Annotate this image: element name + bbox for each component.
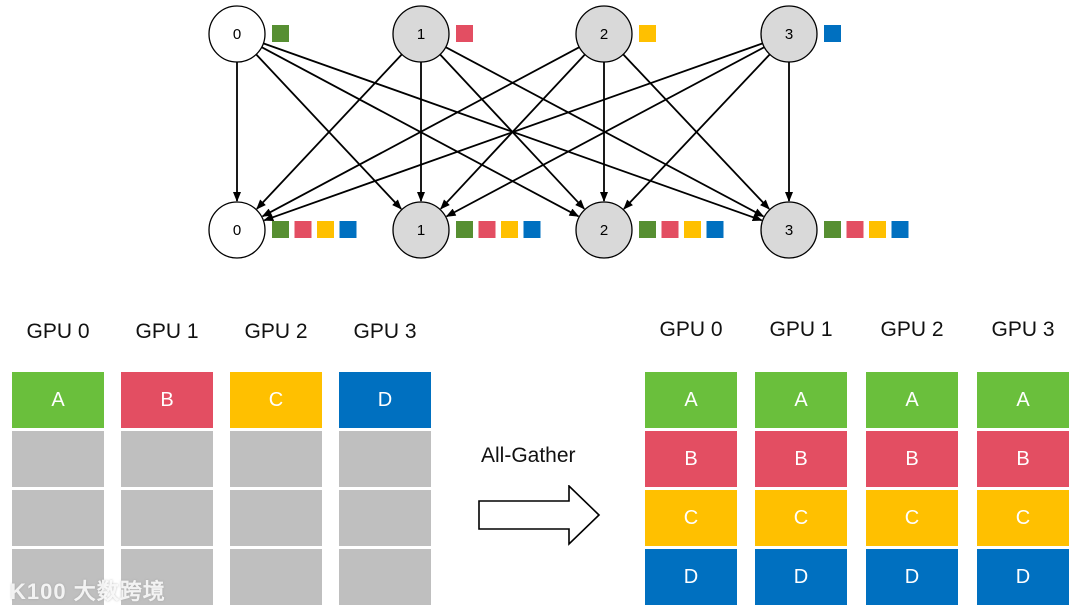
data-chunk-square xyxy=(501,221,518,238)
data-chunk-square xyxy=(639,25,656,42)
data-chunk-square xyxy=(456,221,473,238)
before-empty-block xyxy=(339,549,431,605)
data-chunk-square xyxy=(272,221,289,238)
before-block-d: D xyxy=(339,372,431,428)
before-empty-block xyxy=(230,549,322,605)
node-circle xyxy=(575,5,633,63)
node-circle xyxy=(208,201,266,259)
after-block-d: D xyxy=(755,549,847,605)
after-block-c: C xyxy=(866,490,958,546)
node-label: 2 xyxy=(600,222,608,239)
right-arrow-icon xyxy=(478,485,601,546)
edge-3-to-1 xyxy=(445,46,765,218)
after-block-d: D xyxy=(645,549,737,605)
after-block-a: A xyxy=(977,372,1069,428)
node-label: 0 xyxy=(233,222,241,239)
after-block-b: B xyxy=(866,431,958,487)
before-gpu-header-1: GPU 1 xyxy=(135,320,199,343)
before-block-a: A xyxy=(12,372,104,428)
target-node-0: 0 xyxy=(208,201,357,259)
target-node-2: 2 xyxy=(575,201,724,259)
edge-1-to-0 xyxy=(256,53,403,210)
all-gather-graph: 0 1 2 3 0 1 2 3 xyxy=(208,5,909,259)
before-empty-block xyxy=(230,490,322,546)
source-node-0: 0 xyxy=(208,5,289,63)
after-block-b: B xyxy=(977,431,1069,487)
node-label: 1 xyxy=(417,26,425,43)
data-chunk-square xyxy=(706,221,724,238)
before-gpu-header-2: GPU 2 xyxy=(244,320,308,343)
after-block-b: B xyxy=(755,431,847,487)
before-empty-block xyxy=(12,490,104,546)
after-block-b: B xyxy=(645,431,737,487)
after-block-c: C xyxy=(977,490,1069,546)
node-label: 3 xyxy=(785,26,793,43)
after-gpu-header-2: GPU 2 xyxy=(880,318,944,341)
node-label: 0 xyxy=(233,26,241,43)
edge-3-to-2 xyxy=(623,53,771,210)
target-node-1: 1 xyxy=(392,201,541,259)
before-empty-block xyxy=(121,549,213,605)
data-chunk-square xyxy=(456,25,473,42)
data-chunk-square xyxy=(661,221,679,238)
after-block-c: C xyxy=(755,490,847,546)
edge-2-to-0 xyxy=(261,46,580,218)
before-empty-block xyxy=(12,431,104,487)
data-chunk-square xyxy=(317,221,334,238)
data-chunk-square xyxy=(869,221,886,238)
node-circle xyxy=(208,5,266,63)
node-circle xyxy=(760,5,818,63)
source-node-3: 3 xyxy=(760,5,841,63)
watermark: K100 大数跨境 xyxy=(10,579,166,604)
after-gpu-header-0: GPU 0 xyxy=(659,318,723,341)
after-gpu-header-3: GPU 3 xyxy=(991,318,1055,341)
node-circle xyxy=(575,201,633,259)
node-circle xyxy=(392,5,450,63)
node-circle xyxy=(760,201,818,259)
after-block-d: D xyxy=(866,549,958,605)
target-node-3: 3 xyxy=(760,201,909,259)
node-circle xyxy=(392,201,450,259)
after-block-d: D xyxy=(977,549,1069,605)
data-chunk-square xyxy=(294,221,312,238)
before-gpu-header-3: GPU 3 xyxy=(353,320,417,343)
after-block-a: A xyxy=(755,372,847,428)
after-gpu-header-1: GPU 1 xyxy=(769,318,833,341)
source-node-1: 1 xyxy=(392,5,473,63)
data-chunk-square xyxy=(523,221,541,238)
before-block-c: C xyxy=(230,372,322,428)
node-label: 1 xyxy=(417,222,425,239)
node-label: 3 xyxy=(785,222,793,239)
before-empty-block xyxy=(339,431,431,487)
data-chunk-square xyxy=(684,221,701,238)
before-block-b: B xyxy=(121,372,213,428)
data-chunk-square xyxy=(891,221,909,238)
data-chunk-square xyxy=(339,221,357,238)
before-gpu-header-0: GPU 0 xyxy=(26,320,90,343)
before-empty-block xyxy=(121,490,213,546)
data-chunk-square xyxy=(824,221,841,238)
edge-3-to-0 xyxy=(263,42,763,222)
node-label: 2 xyxy=(600,26,608,43)
source-node-2: 2 xyxy=(575,5,656,63)
after-block-a: A xyxy=(645,372,737,428)
after-block-c: C xyxy=(645,490,737,546)
operation-label: All-Gather xyxy=(481,444,576,467)
before-empty-block xyxy=(121,431,213,487)
data-chunk-square xyxy=(639,221,656,238)
before-empty-block xyxy=(12,549,104,605)
data-chunk-square xyxy=(272,25,289,42)
data-chunk-square xyxy=(478,221,496,238)
data-chunk-square xyxy=(846,221,864,238)
before-empty-block xyxy=(230,431,322,487)
data-chunk-square xyxy=(824,25,841,42)
before-empty-block xyxy=(339,490,431,546)
after-block-a: A xyxy=(866,372,958,428)
